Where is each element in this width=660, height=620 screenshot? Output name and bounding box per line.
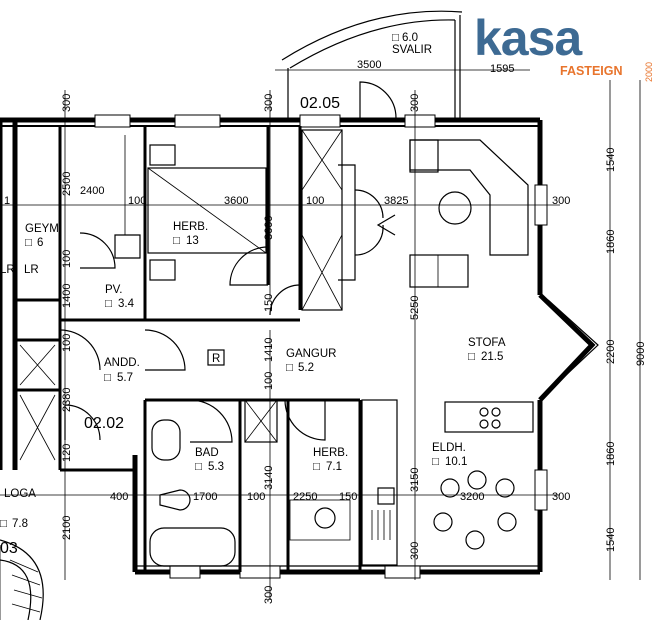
room-name-gangur: GANGUR xyxy=(286,348,336,360)
dim-150-b: 150 xyxy=(339,491,357,503)
room-name-geym: GEYM. xyxy=(25,223,62,235)
room-area-herb-bottom: 7.1 xyxy=(326,461,342,473)
dim-1700: 1700 xyxy=(193,491,217,503)
dim-300-d: 300 xyxy=(552,195,570,207)
dim-100-a: 100 xyxy=(128,195,146,207)
dim-300-e: 300 xyxy=(552,491,570,503)
dim-1860-a: 1860 xyxy=(605,230,617,254)
logo-year: 2000 xyxy=(644,62,654,82)
dim-300-a: 300 xyxy=(61,94,73,112)
room-area-gangur: 5.2 xyxy=(298,362,314,374)
dim-3200: 3200 xyxy=(460,491,484,503)
room-area-geym-marker: □ xyxy=(25,237,32,249)
room-area-loga: 7.8 xyxy=(12,518,28,530)
room-area-bad-marker: □ xyxy=(195,461,202,473)
dim-2100: 2100 xyxy=(61,516,73,540)
dim-300-c: 300 xyxy=(409,94,421,112)
room-area-svalir: 6.0 xyxy=(402,32,418,44)
room-name-pv: PV. xyxy=(105,284,122,296)
logo-text: kasa xyxy=(474,10,583,66)
dim-1595: 1595 xyxy=(490,63,514,75)
dim-300-b: 300 xyxy=(263,94,275,112)
balcony xyxy=(281,10,463,119)
r-marker: R xyxy=(212,353,220,365)
dim-3500: 3500 xyxy=(357,59,381,71)
room-area-herb-top-marker: □ xyxy=(173,235,180,247)
dim-300-f: 300 xyxy=(409,542,421,560)
room-name-andd: ANDD. xyxy=(104,357,140,369)
unit-left-label: 02.02 xyxy=(84,415,124,432)
room-area-gangur-marker: □ xyxy=(286,362,293,374)
room-area-svalir-marker: □ xyxy=(392,32,399,44)
room-area-pv-marker: □ xyxy=(105,298,112,310)
dim-3600: 3600 xyxy=(224,195,248,207)
room-area-eldh-marker: □ xyxy=(432,456,439,468)
dim-100-c: 100 xyxy=(61,250,73,268)
bathroom-fixtures xyxy=(149,419,351,567)
dim-3825: 3825 xyxy=(384,195,408,207)
kitchen xyxy=(361,399,534,566)
dim-9000: 9000 xyxy=(635,342,647,366)
dim-1400: 1400 xyxy=(61,284,73,308)
dim-3150: 3150 xyxy=(409,468,421,492)
direction-arrow xyxy=(376,214,396,236)
dim-3600-v: 3600 xyxy=(263,216,275,240)
lr-right: LR xyxy=(24,264,39,276)
dim-2380: 2380 xyxy=(61,388,73,412)
lr-left: LR xyxy=(0,264,15,276)
stairs xyxy=(0,539,44,620)
dim-2400: 2400 xyxy=(80,185,104,197)
dim-1410: 1410 xyxy=(263,338,275,362)
dim-2500: 2500 xyxy=(61,172,73,196)
bed-herb xyxy=(147,144,267,281)
dim-2200: 2200 xyxy=(605,340,617,364)
dim-400: 400 xyxy=(110,491,128,503)
dim-3140: 3140 xyxy=(263,466,275,490)
dim-1540-b: 1540 xyxy=(605,528,617,552)
sofa-stofa xyxy=(409,139,529,288)
unit-main-label: 02.05 xyxy=(300,95,340,112)
dim-2250: 2250 xyxy=(293,491,317,503)
room-name-herb-top: HERB. xyxy=(173,221,208,233)
room-area-stofa: 21.5 xyxy=(481,351,503,363)
dimension-lines xyxy=(0,69,641,600)
room-area-eldh: 10.1 xyxy=(445,456,467,468)
room-area-herb-bottom-marker: □ xyxy=(313,461,320,473)
room-name-bad: BAD xyxy=(195,447,219,459)
room-area-andd-marker: □ xyxy=(104,372,111,384)
room-area-andd: 5.7 xyxy=(117,372,133,384)
logo-subtitle: FASTEIGN xyxy=(560,64,623,78)
room-name-herb-bottom: HERB. xyxy=(313,447,348,459)
doors xyxy=(59,189,384,443)
dim-100-b: 100 xyxy=(306,195,324,207)
room-name-svalir: SVALIR xyxy=(392,44,432,56)
dim-100-e: 100 xyxy=(263,372,275,390)
radiator-marker xyxy=(207,349,225,366)
dim-120: 120 xyxy=(61,444,73,462)
room-area-loga-marker: □ xyxy=(0,518,7,530)
dim-150-a: 150 xyxy=(263,294,275,312)
room-name-stofa: STOFA xyxy=(468,337,506,349)
dim-100-d: 100 xyxy=(61,334,73,352)
dim-100-f: 100 xyxy=(247,491,265,503)
dim-1540-a: 1540 xyxy=(605,148,617,172)
dim-1: 1 xyxy=(4,195,10,207)
vertical-dimension-texts: 300 300 300 2500 3600 100 150 1400 100 5… xyxy=(61,94,647,604)
room-name-eldh: ELDH. xyxy=(432,442,466,454)
room-area-bad: 5.3 xyxy=(208,461,224,473)
dim-300-g: 300 xyxy=(263,586,275,604)
room-area-stofa-marker: □ xyxy=(468,351,475,363)
dim-5250: 5250 xyxy=(409,296,421,320)
interior-walls xyxy=(15,126,362,572)
room-area-pv: 3.4 xyxy=(118,298,135,310)
dim-1860-b: 1860 xyxy=(605,442,617,466)
room-area-geym: 6 xyxy=(37,237,43,249)
room-name-loga: LOGA xyxy=(4,488,36,500)
room-area-herb-top: 13 xyxy=(186,235,199,247)
kasa-logo: kasa FASTEIGN 2000 xyxy=(474,10,654,82)
unit-bottom-label: 03 xyxy=(0,540,18,557)
